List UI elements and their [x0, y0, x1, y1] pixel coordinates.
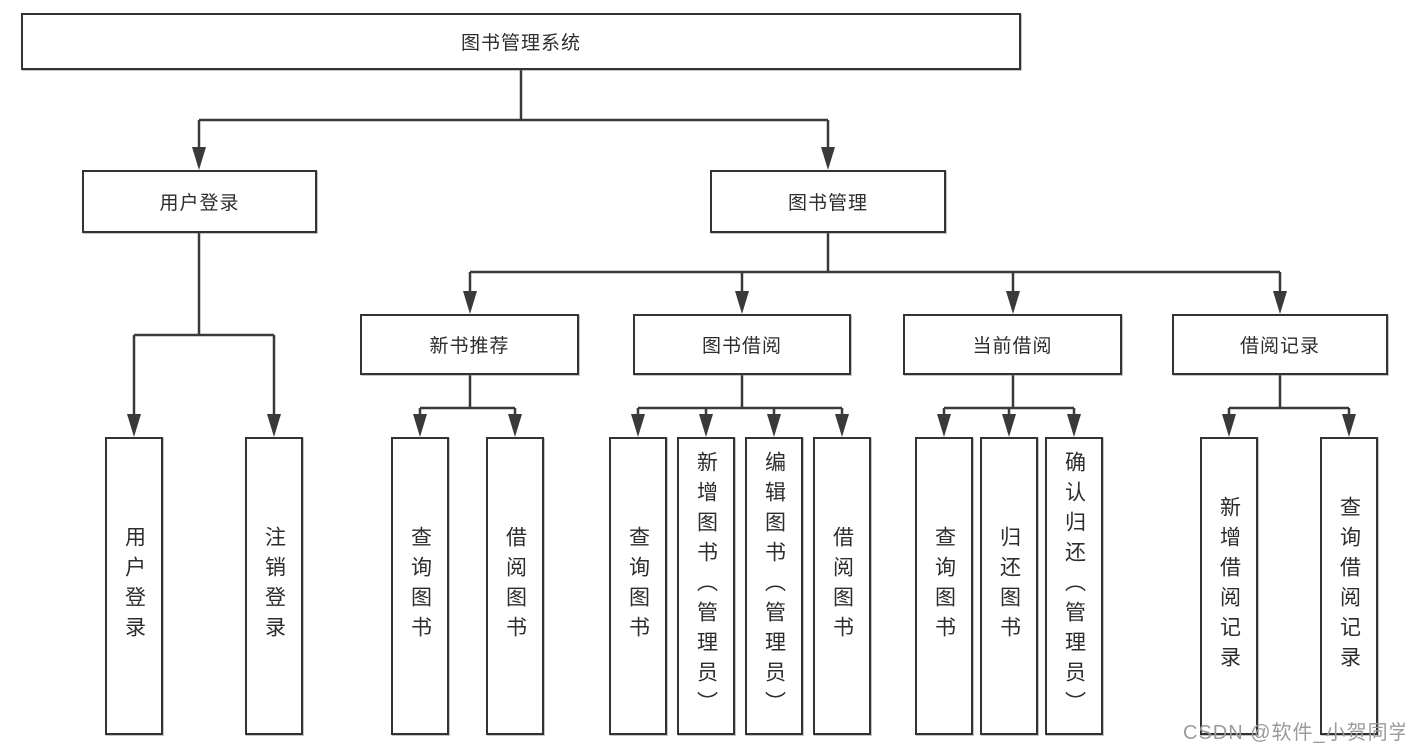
leaf-add-book-label: 新增图书（管理员）: [694, 451, 718, 721]
leaf-user-login-label: 用户登录: [122, 526, 146, 646]
node-borrow-record: 借阅记录: [1172, 314, 1388, 375]
leaf-borrow-book-rec-label: 借阅图书: [503, 526, 527, 646]
leaf-confirm-return-label: 确认归还（管理员）: [1062, 451, 1086, 721]
node-borrow-record-label: 借阅记录: [1239, 336, 1320, 357]
arrowhead-icon: [835, 414, 849, 437]
node-user-login: 用户登录: [82, 170, 317, 233]
node-book-borrow-label: 图书借阅: [701, 336, 782, 357]
arrowhead-icon: [1006, 291, 1020, 314]
arrowhead-icon: [413, 414, 427, 437]
leaf-borrow-book-borrow: 借阅图书: [813, 437, 871, 735]
arrowhead-icon: [735, 291, 749, 314]
leaf-user-login: 用户登录: [105, 437, 163, 735]
leaf-query-borrow-record: 查询借阅记录: [1320, 437, 1378, 735]
node-current-borrow: 当前借阅: [903, 314, 1122, 375]
leaf-edit-book: 编辑图书（管理员）: [745, 437, 803, 735]
leaf-add-book: 新增图书（管理员）: [677, 437, 735, 735]
arrowhead-icon: [267, 414, 281, 437]
node-new-book-rec: 新书推荐: [360, 314, 579, 375]
leaf-add-borrow-record-label: 新增借阅记录: [1217, 496, 1241, 676]
leaf-borrow-book-rec: 借阅图书: [486, 437, 544, 735]
leaf-query-book-rec: 查询图书: [391, 437, 449, 735]
arrowhead-icon: [699, 414, 713, 437]
arrowhead-icon: [1342, 414, 1356, 437]
leaf-add-borrow-record: 新增借阅记录: [1200, 437, 1258, 735]
arrowhead-icon: [127, 414, 141, 437]
leaf-borrow-book-borrow-label: 借阅图书: [830, 526, 854, 646]
connector-line: [134, 70, 1349, 410]
leaf-query-book-borrow-label: 查询图书: [626, 526, 650, 646]
node-book-mgmt: 图书管理: [710, 170, 946, 233]
leaf-query-book-borrow: 查询图书: [609, 437, 667, 735]
leaf-query-borrow-record-label: 查询借阅记录: [1337, 496, 1361, 676]
node-root-label: 图书管理系统: [460, 33, 581, 54]
leaf-edit-book-label: 编辑图书（管理员）: [762, 451, 786, 721]
leaf-confirm-return: 确认归还（管理员）: [1045, 437, 1103, 735]
node-root: 图书管理系统: [21, 13, 1021, 70]
node-book-borrow: 图书借阅: [633, 314, 851, 375]
arrowhead-icon: [1067, 414, 1081, 437]
leaf-query-book-current: 查询图书: [915, 437, 973, 735]
watermark: CSDN @软件_小贺同学: [1183, 722, 1405, 744]
arrowhead-icon: [1222, 414, 1236, 437]
node-user-login-label: 用户登录: [159, 193, 240, 214]
leaf-logout-label: 注销登录: [262, 526, 286, 646]
leaf-logout: 注销登录: [245, 437, 303, 735]
arrowhead-icon: [1273, 291, 1287, 314]
arrowhead-icon: [192, 147, 206, 170]
arrowhead-icon: [1002, 414, 1016, 437]
leaf-query-book-current-label: 查询图书: [932, 526, 956, 646]
arrowhead-icon: [631, 414, 645, 437]
leaf-query-book-rec-label: 查询图书: [408, 526, 432, 646]
node-book-mgmt-label: 图书管理: [787, 193, 868, 214]
node-current-borrow-label: 当前借阅: [972, 336, 1053, 357]
arrowhead-icon: [463, 291, 477, 314]
arrowhead-icon: [937, 414, 951, 437]
leaf-return-book: 归还图书: [980, 437, 1038, 735]
arrowhead-icon: [508, 414, 522, 437]
node-new-book-rec-label: 新书推荐: [429, 336, 510, 357]
arrowhead-icon: [821, 147, 835, 170]
arrowhead-icon: [767, 414, 781, 437]
leaf-return-book-label: 归还图书: [997, 526, 1021, 646]
